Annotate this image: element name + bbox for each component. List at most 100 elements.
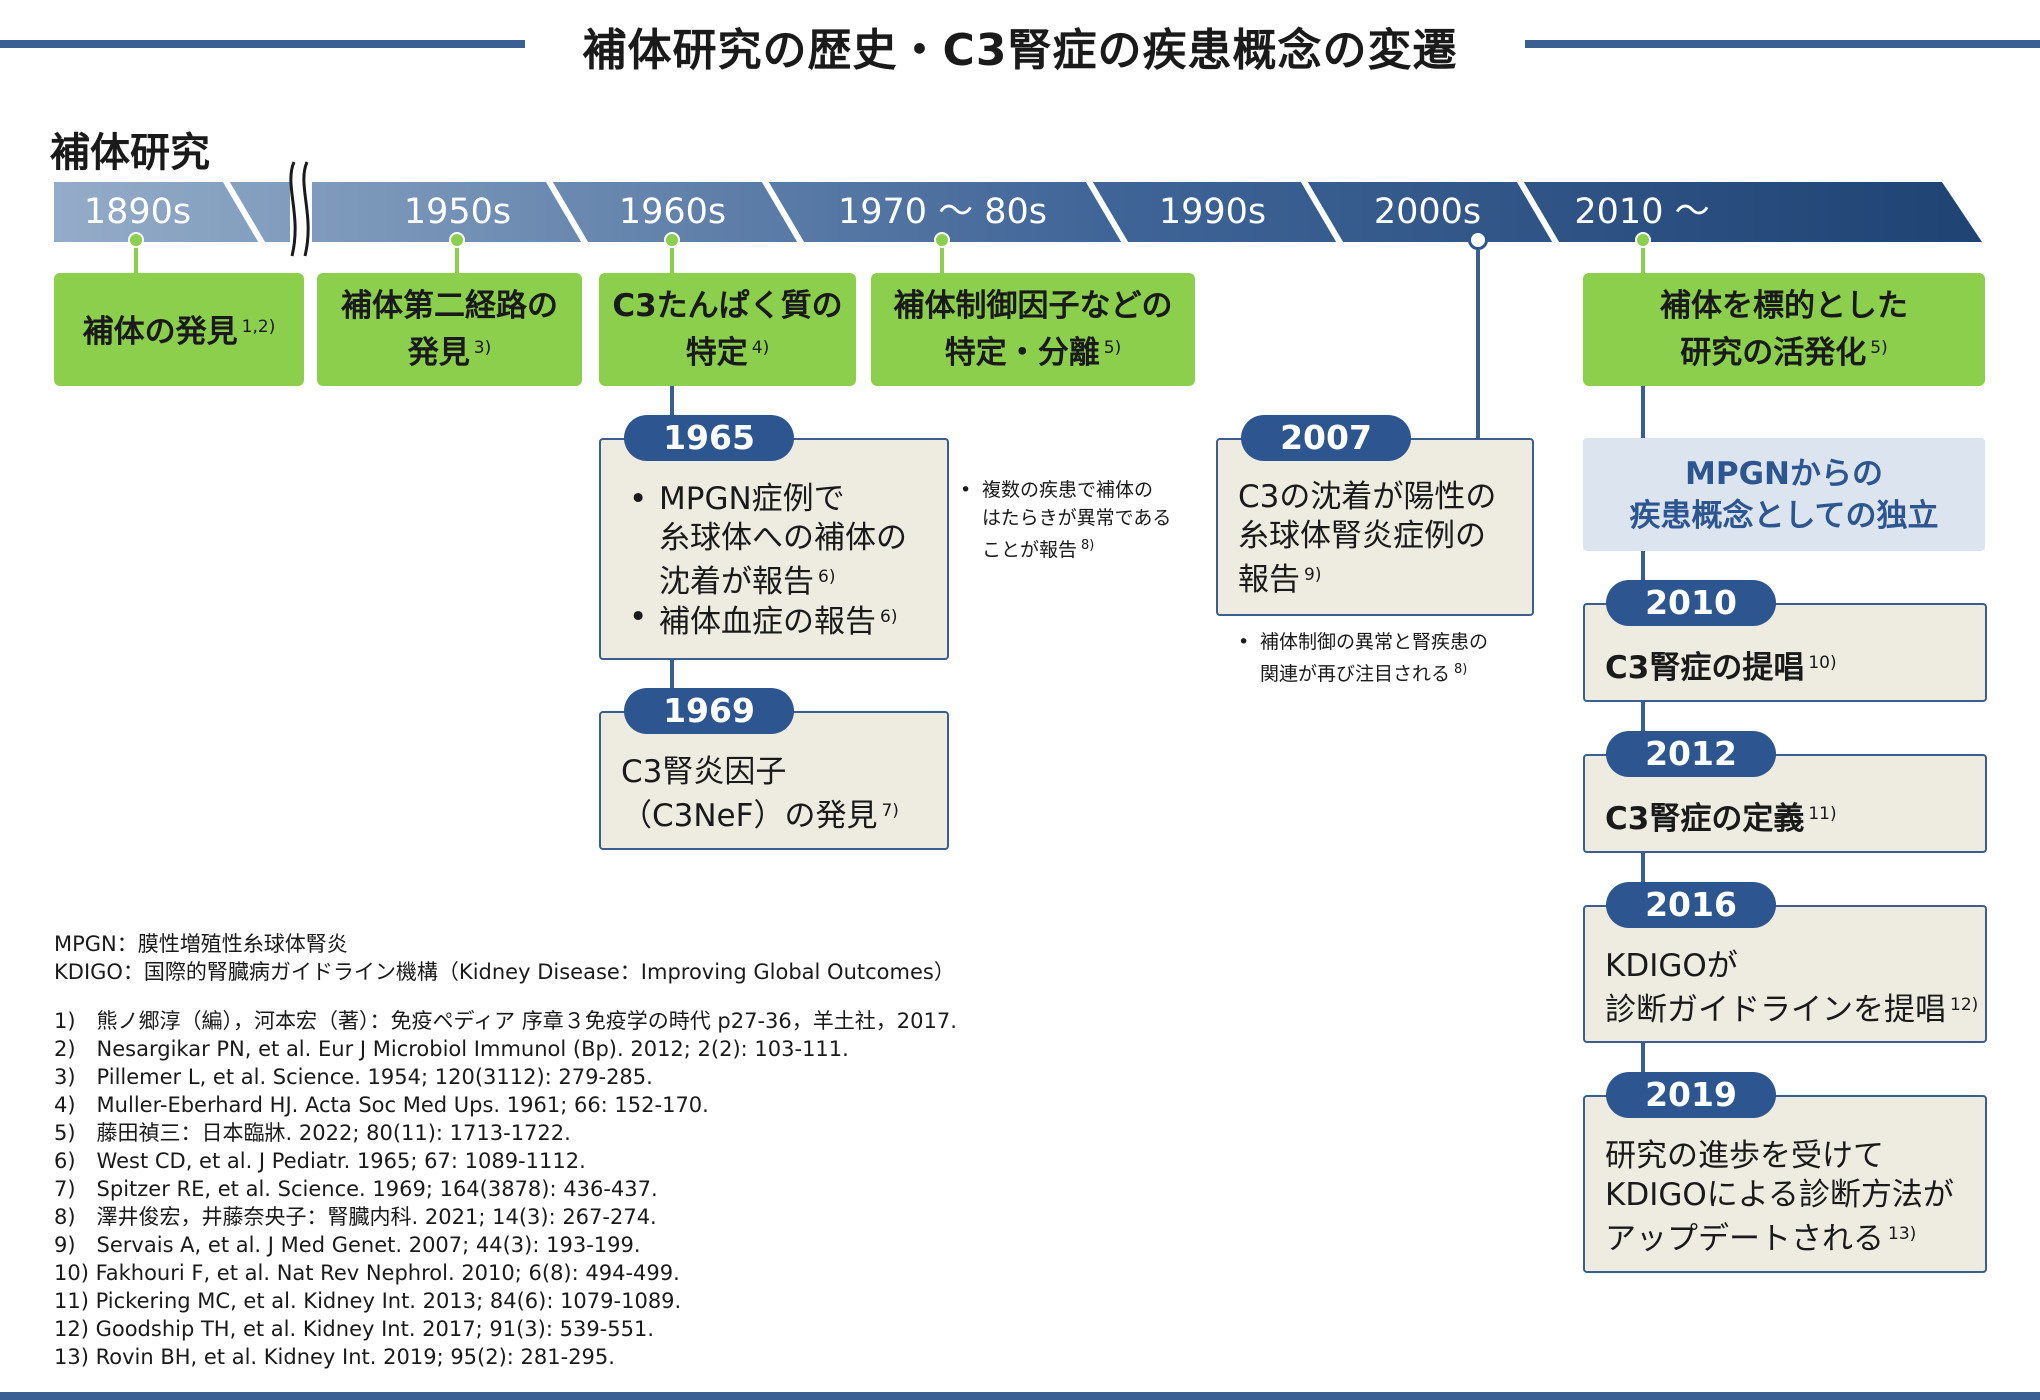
- reference-list: 1) 熊ノ郷淳（編），河本宏（著）：免疫ペディア 序章３免疫学の時代 p27-3…: [54, 1007, 957, 1371]
- milestone-ref: 5): [1103, 338, 1122, 358]
- event-line3: アップデートされる: [1605, 1221, 1884, 1257]
- era-1890s: 1890s: [83, 192, 192, 232]
- independence-line2: 疾患概念としての独立: [1629, 497, 1939, 534]
- timeline-dot-1970s: [934, 232, 950, 248]
- era-2010s: 2010 ～: [1574, 192, 1710, 232]
- milestone-ref: 3): [473, 338, 492, 358]
- note-dot: •: [1238, 631, 1250, 653]
- event-line2: 糸球体腎炎症例の: [1238, 518, 1486, 554]
- event-line1: KDIGOが: [1605, 948, 1738, 984]
- year-badge-1969: 1969: [624, 688, 794, 734]
- timeline-dot-2000s: [1468, 230, 1488, 250]
- connector-1960s: [670, 240, 674, 274]
- note-ref: 8): [1081, 538, 1095, 553]
- milestone-line1: 補体制御因子などの: [893, 288, 1173, 324]
- reference-item: 3) Pillemer L, et al. Science. 1954; 120…: [54, 1065, 653, 1089]
- era-dividers: [221, 176, 1561, 248]
- milestone-line2: 特定・分離: [944, 335, 1100, 371]
- reference-item: 4) Muller-Eberhard HJ. Acta Soc Med Ups.…: [54, 1093, 709, 1117]
- era-1990s: 1990s: [1158, 192, 1267, 232]
- reference-item: 12) Goodship TH, et al. Kidney Int. 2017…: [54, 1317, 655, 1341]
- event-title: C3腎症の提唱: [1605, 650, 1805, 686]
- page-title: 補体研究の歴史・C3腎症の疾患概念の変遷: [582, 25, 1458, 76]
- header-rule-left: [0, 40, 525, 48]
- event-ref: 9): [1304, 565, 1322, 585]
- milestone-line2: 研究の活発化: [1680, 335, 1867, 371]
- event-ref: 7): [881, 801, 899, 821]
- reference-item: 8) 澤井俊宏，井藤奈央子：腎臓内科. 2021; 14(3): 267-274…: [54, 1205, 657, 1229]
- reference-item: 2) Nesargikar PN, et al. Eur J Microbiol…: [54, 1037, 849, 1061]
- era-1950s: 1950s: [403, 192, 512, 232]
- note-line3: ことが報告: [982, 539, 1078, 561]
- note-ref: 8): [1454, 662, 1468, 677]
- timeline-dot-1890s: [128, 232, 144, 248]
- section-title: 補体研究: [50, 130, 210, 176]
- milestone-ref: 5): [1870, 338, 1888, 358]
- connector-1950s: [455, 240, 459, 274]
- independence-line1: MPGNからの: [1685, 455, 1883, 492]
- reference-item: 9) Servais A, et al. J Med Genet. 2007; …: [54, 1233, 641, 1257]
- bullet-dot: •: [629, 481, 648, 517]
- connector-1970s: [940, 240, 944, 274]
- milestone-line2: 特定: [685, 335, 748, 371]
- era-1970-80s: 1970 ～ 80s: [837, 192, 1048, 232]
- milestone-line1: C3たんぱく質の: [612, 288, 843, 324]
- reference-item: 5) 藤田禎三：日本臨牀. 2022; 80(11): 1713-1722.: [54, 1121, 571, 1145]
- reference-item: 7) Spitzer RE, et al. Science. 1969; 164…: [54, 1177, 658, 1201]
- milestone-line1: 補体を標的とした: [1660, 288, 1908, 324]
- timeline-arrow: [54, 160, 1982, 260]
- note-line2: 関連が再び注目される: [1260, 663, 1451, 685]
- connector-1965: [670, 385, 674, 440]
- year-badge-2012: 2012: [1606, 731, 1776, 777]
- timeline-dot-2010s: [1635, 232, 1651, 248]
- connector-1969: [670, 658, 674, 713]
- bullet-dot: •: [629, 599, 648, 635]
- bullet-text: 補体血症の報告: [659, 604, 876, 640]
- note-dot: •: [960, 479, 972, 501]
- connector-2000s: [1476, 250, 1480, 440]
- reference-item: 11) Pickering MC, et al. Kidney Int. 201…: [54, 1289, 682, 1313]
- bullet-ref: 6): [818, 567, 836, 587]
- year-badge-1965: 1965: [624, 415, 794, 461]
- timeline-band: [54, 182, 1982, 242]
- event-line2: KDIGOによる診断方法が: [1605, 1177, 1954, 1213]
- milestone-line1: 補体第二経路の: [341, 288, 558, 324]
- timeline-dot-1950s: [449, 232, 465, 248]
- bullet-line2: 糸球体への補体の: [659, 520, 907, 556]
- era-2000s: 2000s: [1373, 192, 1482, 232]
- bullet-line1: MPGN症例で: [659, 481, 845, 517]
- year-badge-2010: 2010: [1606, 580, 1776, 626]
- note-line1: 複数の疾患で補体の: [982, 479, 1154, 501]
- event-ref: 13): [1888, 1224, 1917, 1244]
- bullet-line3: 沈着が報告: [659, 564, 814, 600]
- note-line2: はたらきが異常である: [982, 507, 1172, 529]
- connector-1890s: [134, 240, 138, 274]
- event-line1: C3腎炎因子: [621, 754, 787, 790]
- event-line3: 報告: [1238, 562, 1300, 598]
- footer-rule: [0, 1392, 2040, 1400]
- reference-item: 10) Fakhouri F, et al. Nat Rev Nephrol. …: [54, 1261, 680, 1285]
- independence-box: MPGNからの疾患概念としての独立: [1583, 438, 1985, 551]
- timeline-dot-1960s: [664, 232, 680, 248]
- abbreviation-item: MPGN：膜性増殖性糸球体腎炎: [54, 932, 348, 956]
- header-rule-right: [1525, 40, 2040, 48]
- event-ref: 11): [1808, 804, 1837, 824]
- year-badge-2007: 2007: [1241, 415, 1411, 461]
- event-line1: 研究の進歩を受けて: [1605, 1138, 1884, 1174]
